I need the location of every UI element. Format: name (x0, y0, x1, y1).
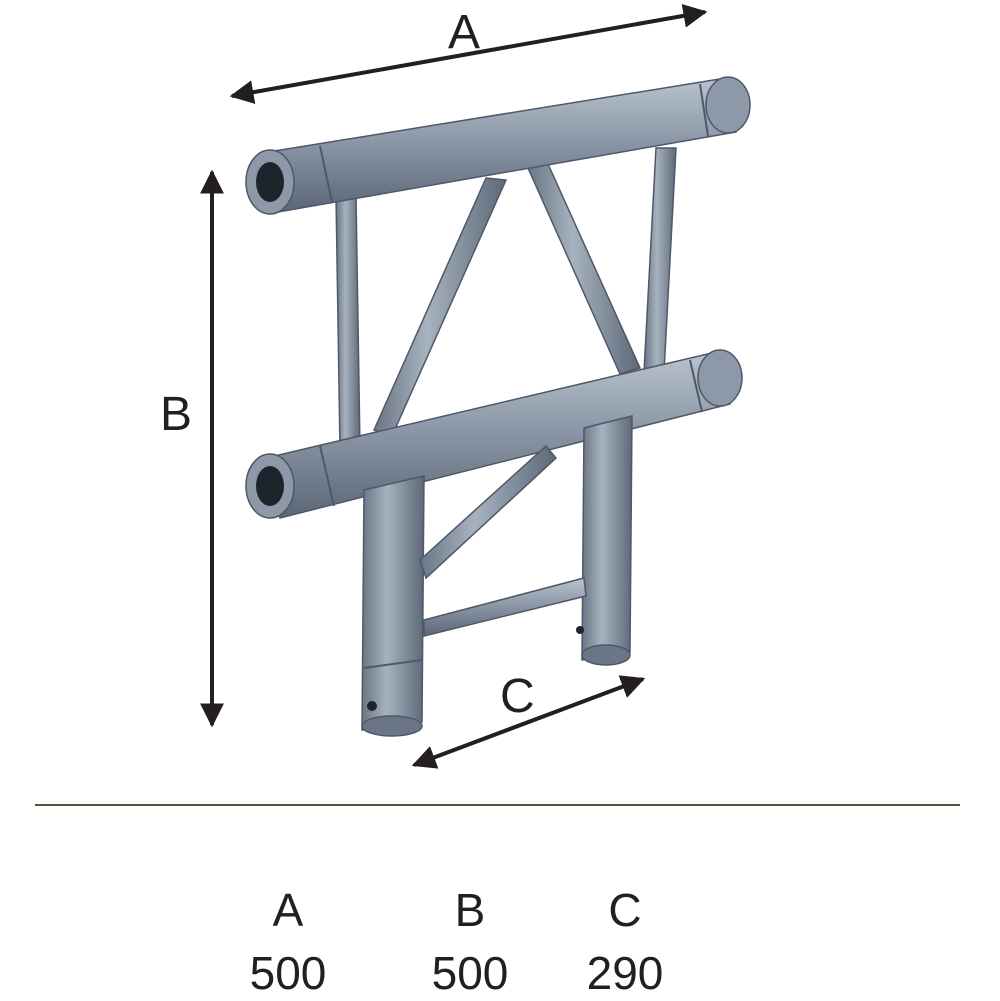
dimension-b: B (160, 169, 224, 728)
middle-chord (245, 349, 743, 519)
spec-value-c: 290 (586, 947, 664, 999)
dimension-c-arrow (411, 675, 646, 769)
dimension-b-label: B (160, 388, 192, 441)
truss-diagram: A B C (160, 3, 751, 769)
top-chord (245, 76, 751, 215)
spec-value-b: 500 (431, 947, 509, 999)
truss-legs (361, 415, 633, 737)
dimension-c-label: C (500, 670, 535, 723)
truss-piece (245, 76, 751, 737)
spec-value-a: 500 (249, 947, 327, 999)
divider-line (35, 804, 960, 806)
dimension-c: C (411, 670, 646, 769)
leg-braces (419, 444, 587, 637)
dimension-a: A (229, 3, 708, 105)
spec-label-a: A (272, 884, 304, 936)
spec-label-c: C (608, 884, 642, 936)
spec-label-b: B (454, 884, 486, 936)
dimension-a-label: A (448, 6, 480, 59)
dimension-a-arrow (229, 3, 708, 105)
